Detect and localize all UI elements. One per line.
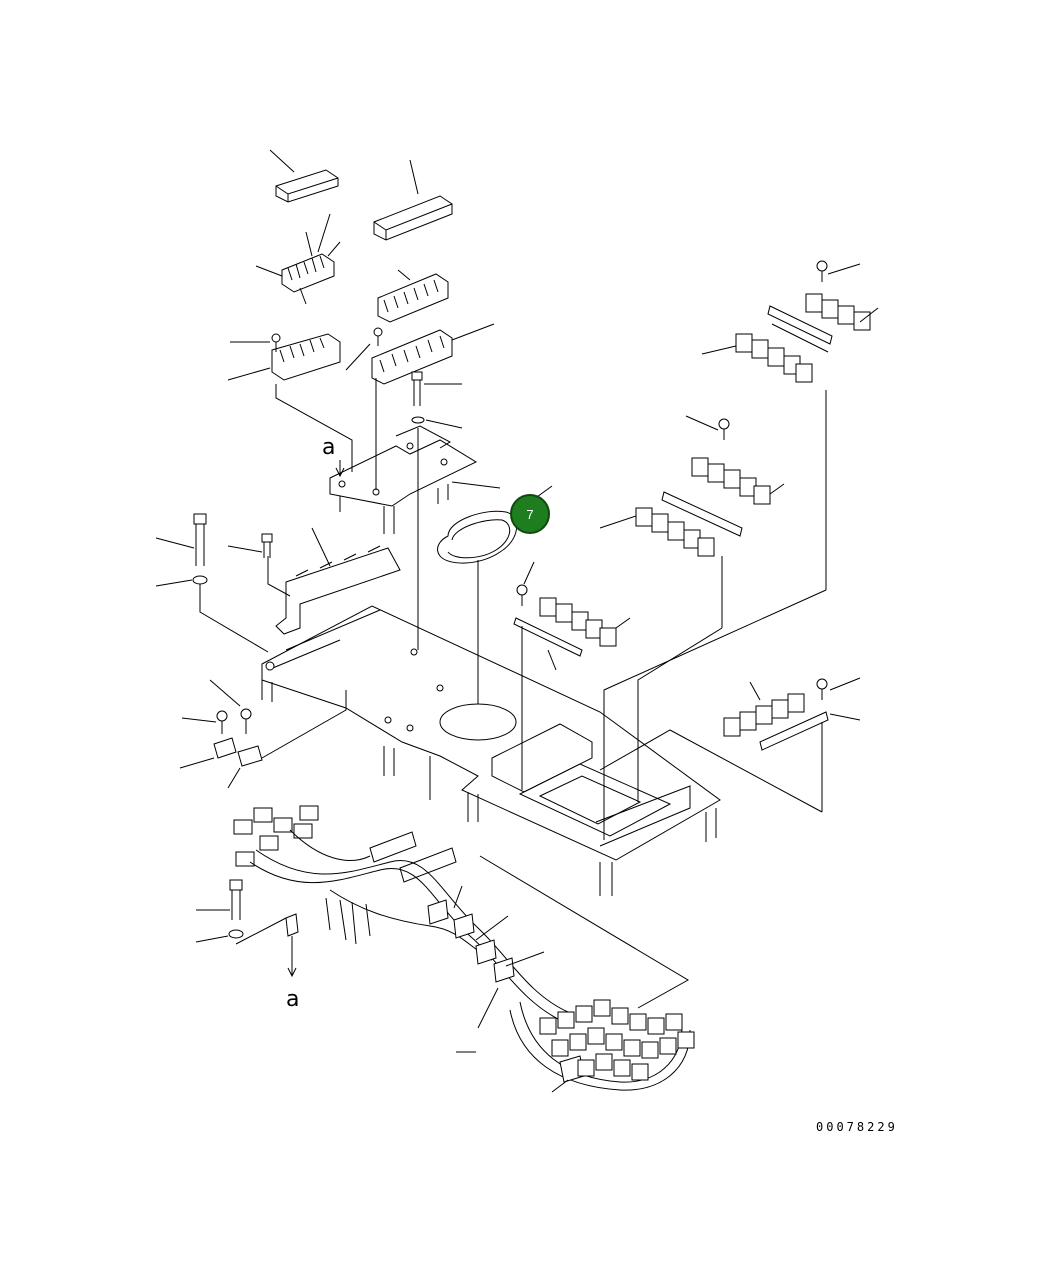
arrow-label-bottom: a: [286, 987, 299, 1012]
wire-clips-left: [179, 679, 347, 789]
clamp-bracket: [227, 527, 401, 635]
relay-group-middle: [599, 415, 785, 628]
relay-group-lower: [513, 561, 631, 790]
document-number: 00078229: [816, 1120, 898, 1134]
connector-cover-left: [269, 149, 339, 203]
terminal-block-mounted-right: [345, 323, 495, 385]
bolt-upper: [411, 371, 462, 406]
bolt-lower-left: [195, 879, 299, 978]
terminal-block-mounted-left: [227, 333, 341, 381]
long-bolt-left: [155, 513, 208, 587]
washer-upper: [411, 416, 463, 429]
relay-cluster-bottom: [479, 855, 695, 1081]
main-base-plate: [261, 605, 721, 896]
relay-group-top: [701, 260, 879, 590]
connector-cover-right: [373, 159, 453, 241]
terminal-block-small: [255, 213, 341, 305]
terminal-block-large: [377, 269, 449, 323]
relay-group-right: [599, 677, 861, 813]
upper-mounting-plate: [329, 425, 501, 534]
arrow-label-top: a: [322, 435, 335, 460]
part-callout-7[interactable]: 7: [510, 494, 550, 534]
